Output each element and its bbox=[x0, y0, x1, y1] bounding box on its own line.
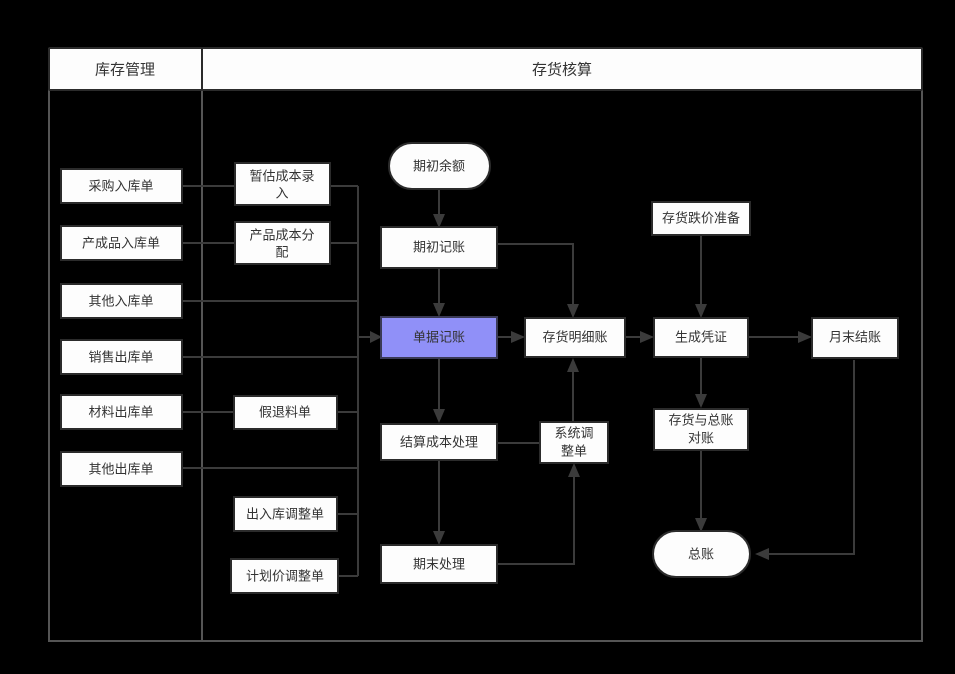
node-inventory-writedown[interactable]: 存货跌价准备 bbox=[651, 201, 751, 236]
edge-opening-posting-to-inventory-ledger bbox=[497, 243, 574, 305]
arrowhead-document-posting-to-inventory-ledger bbox=[511, 331, 525, 343]
node-label-document-posting: 单据记账 bbox=[413, 331, 465, 346]
node-label-opening-posting: 期初记账 bbox=[413, 241, 465, 256]
node-label-false-return-material: 假退料单 bbox=[259, 406, 311, 421]
node-month-end-closing[interactable]: 月末结账 bbox=[811, 317, 899, 359]
node-label-sales-issue: 销售出库单 bbox=[88, 350, 153, 366]
node-other-issue[interactable]: 其他出库单 bbox=[60, 451, 183, 487]
node-document-posting[interactable]: 单据记账 bbox=[380, 316, 498, 359]
node-label-inventory-gl-recon-line2: 对账 bbox=[688, 432, 714, 447]
node-label-other-issue: 其他出库单 bbox=[88, 462, 153, 478]
node-period-end-process[interactable]: 期末处理 bbox=[380, 544, 498, 584]
node-other-receipt[interactable]: 其他入库单 bbox=[60, 283, 183, 319]
arrowhead-opening-posting-to-inventory-ledger bbox=[567, 304, 579, 318]
node-label-inventory-ledger: 存货明细账 bbox=[542, 330, 607, 346]
node-purchase-receipt[interactable]: 采购入库单 bbox=[60, 168, 183, 204]
node-label-generate-voucher: 生成凭证 bbox=[675, 331, 727, 346]
node-label-estimated-cost-entry-line2: 入 bbox=[275, 187, 288, 202]
node-opening-posting[interactable]: 期初记账 bbox=[380, 226, 498, 269]
node-sales-issue[interactable]: 销售出库单 bbox=[60, 339, 183, 375]
edge-period-end-to-system-adjustment bbox=[497, 475, 575, 565]
node-inventory-ledger[interactable]: 存货明细账 bbox=[524, 317, 626, 358]
node-generate-voucher[interactable]: 生成凭证 bbox=[653, 317, 749, 358]
arrowhead-opening-balance-to-opening-posting bbox=[433, 214, 445, 228]
node-material-issue[interactable]: 材料出库单 bbox=[60, 394, 183, 430]
node-product-cost-allocation[interactable]: 产品成本分 配 bbox=[234, 221, 331, 265]
node-label-product-cost-allocation-line1: 产品成本分 bbox=[249, 229, 314, 244]
node-label-general-ledger: 总账 bbox=[688, 548, 714, 563]
node-finished-goods-receipt[interactable]: 产成品入库单 bbox=[60, 225, 183, 261]
arrowhead-gl-recon-to-general-ledger bbox=[695, 518, 707, 532]
node-label-other-receipt: 其他入库单 bbox=[88, 294, 153, 310]
node-label-inventory-gl-recon-line1: 存货与总账 bbox=[668, 413, 733, 429]
node-opening-balance[interactable]: 期初余额 bbox=[388, 142, 491, 190]
node-label-opening-balance: 期初余额 bbox=[413, 159, 465, 175]
arrowhead-inventory-ledger-to-generate-voucher bbox=[640, 331, 654, 343]
node-label-material-issue: 材料出库单 bbox=[88, 405, 153, 421]
node-label-system-adjustment-line2: 整单 bbox=[561, 445, 587, 460]
node-label-system-adjustment-line1: 系统调 bbox=[554, 427, 593, 442]
node-system-adjustment[interactable]: 系统调 整单 bbox=[539, 421, 609, 464]
arrowhead-document-posting-to-settle-cost bbox=[433, 409, 445, 423]
node-false-return-material[interactable]: 假退料单 bbox=[233, 395, 338, 430]
node-label-finished-goods-receipt: 产成品入库单 bbox=[82, 236, 160, 252]
arrowhead-period-end-to-system-adjustment bbox=[568, 463, 580, 477]
node-estimated-cost-entry[interactable]: 暂估成本录 入 bbox=[234, 162, 331, 206]
arrowhead-generate-voucher-to-month-end bbox=[798, 331, 812, 343]
node-label-estimated-cost-entry-line1: 暂估成本录 bbox=[249, 170, 314, 185]
node-inout-adjustment[interactable]: 出入库调整单 bbox=[233, 496, 338, 532]
node-label-settle-cost-process: 结算成本处理 bbox=[400, 436, 478, 451]
arrowhead-month-end-to-general-ledger bbox=[755, 548, 769, 560]
arrowhead-system-adjustment-to-inventory-ledger bbox=[567, 358, 579, 372]
arrowhead-settle-cost-to-period-end bbox=[433, 531, 445, 545]
node-label-period-end-process: 期末处理 bbox=[413, 558, 465, 573]
node-label-product-cost-allocation-line2: 配 bbox=[275, 246, 288, 261]
node-planned-price-adjust[interactable]: 计划价调整单 bbox=[230, 558, 339, 594]
node-label-inventory-writedown: 存货跌价准备 bbox=[662, 211, 740, 227]
arrowhead-opening-posting-to-document-posting bbox=[433, 303, 445, 317]
arrowhead-writedown-to-generate-voucher bbox=[695, 304, 707, 318]
edge-month-end-to-general-ledger bbox=[766, 360, 855, 555]
header-label-inventory-management: 库存管理 bbox=[95, 61, 155, 79]
node-inventory-gl-recon[interactable]: 存货与总账 对账 bbox=[653, 408, 749, 451]
node-layer: 采购入库单 产成品入库单 其他入库单 销售出库单 材料出库单 其他出库单 bbox=[60, 142, 899, 594]
node-label-purchase-receipt: 采购入库单 bbox=[88, 179, 153, 195]
node-settle-cost-process[interactable]: 结算成本处理 bbox=[380, 423, 498, 461]
header-cell-inventory-accounting bbox=[201, 47, 923, 91]
node-label-planned-price-adjust: 计划价调整单 bbox=[246, 570, 324, 585]
node-general-ledger[interactable]: 总账 bbox=[652, 530, 751, 578]
header-band: 库存管理 存货核算 bbox=[48, 47, 923, 91]
arrowhead-generate-voucher-to-gl-recon bbox=[695, 394, 707, 408]
header-label-inventory-accounting: 存货核算 bbox=[532, 61, 592, 79]
node-label-month-end-closing: 月末结账 bbox=[829, 331, 881, 346]
arrowhead-trunk-to-document-posting bbox=[370, 331, 382, 343]
node-label-inout-adjustment: 出入库调整单 bbox=[246, 507, 324, 523]
